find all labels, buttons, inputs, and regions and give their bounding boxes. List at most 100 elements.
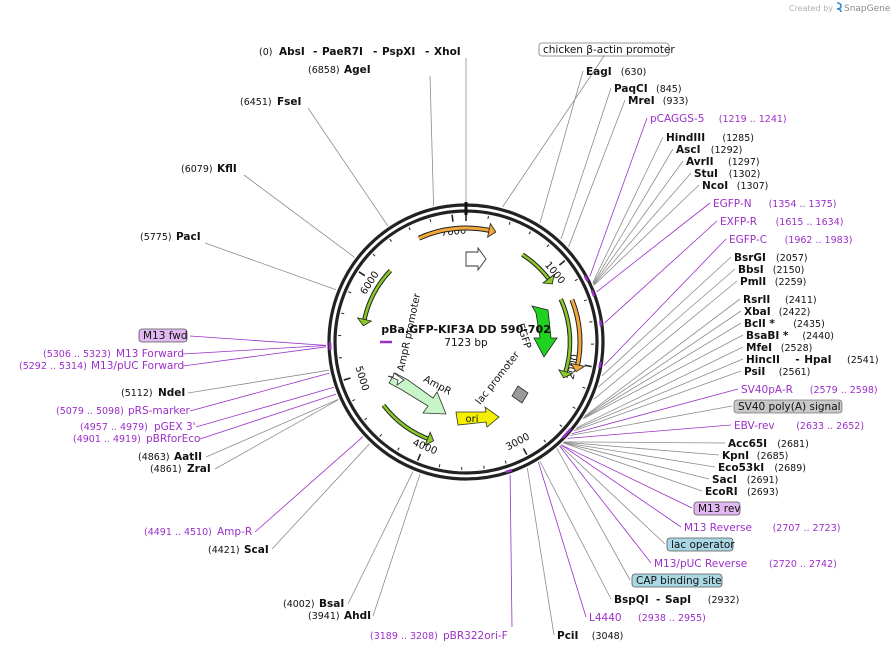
chicken-promoter-box bbox=[538, 42, 670, 57]
arc-green-3-head bbox=[424, 431, 435, 447]
tick-mark bbox=[343, 377, 351, 381]
lac-operator-box bbox=[666, 537, 734, 552]
leader-line bbox=[562, 442, 703, 492]
site-psii: PsiI bbox=[744, 366, 765, 378]
site-ecori: EcoRI bbox=[705, 486, 738, 498]
tick-mark bbox=[372, 253, 376, 257]
site-bspqi: BspQI bbox=[614, 594, 649, 606]
primer-pos: (1354 .. 1375) bbox=[769, 199, 837, 210]
site-pos: (6079) bbox=[181, 164, 213, 175]
tick-mark bbox=[504, 460, 507, 464]
leader-line bbox=[563, 442, 710, 480]
tick-mark bbox=[559, 424, 563, 428]
tick-mark bbox=[543, 439, 547, 443]
primer-egfp-c: EGFP-C bbox=[729, 234, 767, 246]
primer-mark bbox=[561, 432, 568, 439]
leader-line bbox=[582, 334, 744, 420]
site-pos: (4002) bbox=[283, 599, 315, 610]
leader-line bbox=[204, 242, 337, 291]
primer-sv40pa-r: SV40pA-R bbox=[741, 384, 793, 396]
leader-line bbox=[583, 322, 742, 419]
site-pos: (2440) bbox=[802, 331, 834, 342]
leader-line bbox=[601, 256, 732, 377]
primer-mark bbox=[505, 468, 513, 474]
leader-line bbox=[589, 117, 648, 277]
chicken-promoter-label: chicken β-actin promoter bbox=[543, 44, 675, 56]
leader-line bbox=[598, 268, 736, 388]
leader-line bbox=[205, 399, 339, 458]
leader-line bbox=[603, 238, 727, 366]
primer-egfp-n: EGFP-N bbox=[713, 198, 752, 210]
leader-line bbox=[539, 70, 584, 224]
sv40-polya-box bbox=[733, 399, 843, 414]
primer-pos: (3189 .. 3208) bbox=[370, 631, 438, 642]
site-mfei: MfeI bbox=[746, 342, 772, 354]
tick-mark bbox=[397, 447, 400, 451]
leader-lines bbox=[182, 55, 733, 628]
site-hindiii: HindIII bbox=[666, 132, 705, 144]
site-pos: (3048) bbox=[592, 631, 624, 642]
site-pos: (2422) bbox=[779, 307, 811, 318]
lac-promoter-feature bbox=[511, 385, 529, 404]
site-pos: (1307) bbox=[737, 181, 769, 192]
leader-line bbox=[593, 280, 738, 400]
leader-line bbox=[560, 444, 682, 528]
site-mrei: MreI bbox=[628, 95, 655, 107]
dash: - bbox=[656, 594, 660, 606]
primer-pos: (1962 .. 1983) bbox=[785, 235, 853, 246]
leader-line bbox=[593, 172, 692, 285]
dash: - bbox=[795, 354, 799, 366]
site-pos-0: (0) bbox=[259, 47, 272, 58]
site-xbai: XbaI bbox=[744, 306, 771, 318]
leader-line bbox=[189, 335, 327, 346]
leader-line bbox=[560, 87, 612, 240]
site-paqci: PaqCI bbox=[614, 83, 648, 95]
site-eco53ki: Eco53kI bbox=[718, 462, 764, 474]
tick-mark bbox=[358, 271, 366, 277]
site-pos: (2681) bbox=[777, 439, 809, 450]
site-rsrii: RsrII bbox=[743, 294, 770, 306]
primer-pos: (2938 .. 2955) bbox=[638, 613, 706, 624]
leader-line bbox=[559, 445, 652, 564]
site-ndei: NdeI bbox=[158, 387, 185, 399]
leader-line bbox=[187, 369, 329, 394]
leader-line bbox=[189, 372, 330, 412]
site-agei: AgeI bbox=[344, 64, 371, 76]
primer-pgex-3: pGEX 3' bbox=[154, 421, 196, 433]
site-pos: (4421) bbox=[208, 545, 240, 556]
cap-site-label: CAP binding site bbox=[636, 575, 722, 587]
right-labels: EagI(630)PaqCI(845)MreI(933)pCAGGS-5(121… bbox=[526, 66, 879, 642]
ori-feature bbox=[455, 406, 500, 428]
m13-rev-label: M13 rev bbox=[698, 503, 741, 515]
primer-m13-forward: M13 Forward bbox=[116, 348, 184, 360]
site-acc65i: Acc65I bbox=[728, 438, 767, 450]
site-bsabi-: BsaBI * bbox=[746, 330, 789, 342]
plasmid-size: 7123 bp bbox=[444, 337, 488, 349]
primer-ebv-rev: EBV-rev bbox=[734, 420, 775, 432]
arc-chicken-promoter bbox=[418, 226, 494, 240]
site-pos: (2932) bbox=[708, 595, 740, 606]
tick-label-4000: 4000 bbox=[411, 437, 439, 457]
leader-line bbox=[502, 55, 605, 208]
tick-mark bbox=[528, 231, 532, 235]
site-pos: (2541) bbox=[847, 355, 879, 366]
site-pos-6858: (6858) bbox=[308, 65, 340, 76]
snapgene-logo-icon bbox=[836, 2, 842, 13]
tick-mark bbox=[582, 386, 586, 389]
primer-pos: (5292 .. 5314) bbox=[19, 361, 87, 372]
arc-green-2 bbox=[559, 298, 572, 376]
primer-prs-marker: pRS-marker bbox=[128, 405, 191, 417]
tick-mark bbox=[341, 312, 345, 315]
site-bsrgi: BsrGI bbox=[734, 252, 766, 264]
leader-line bbox=[563, 442, 716, 468]
site-pos: (845) bbox=[656, 84, 682, 95]
primer-pos: (4957 .. 4979) bbox=[80, 422, 148, 433]
tick-mark bbox=[508, 221, 511, 225]
leader-line bbox=[195, 387, 334, 428]
chicken-promoter-arrow bbox=[465, 246, 487, 272]
site-ahdi: AhdI bbox=[344, 610, 371, 622]
primer-pos: (1219 .. 1241) bbox=[719, 114, 787, 125]
site-pos: (630) bbox=[621, 67, 647, 78]
leader-line bbox=[307, 107, 389, 227]
site-pos: (6451) bbox=[240, 97, 272, 108]
